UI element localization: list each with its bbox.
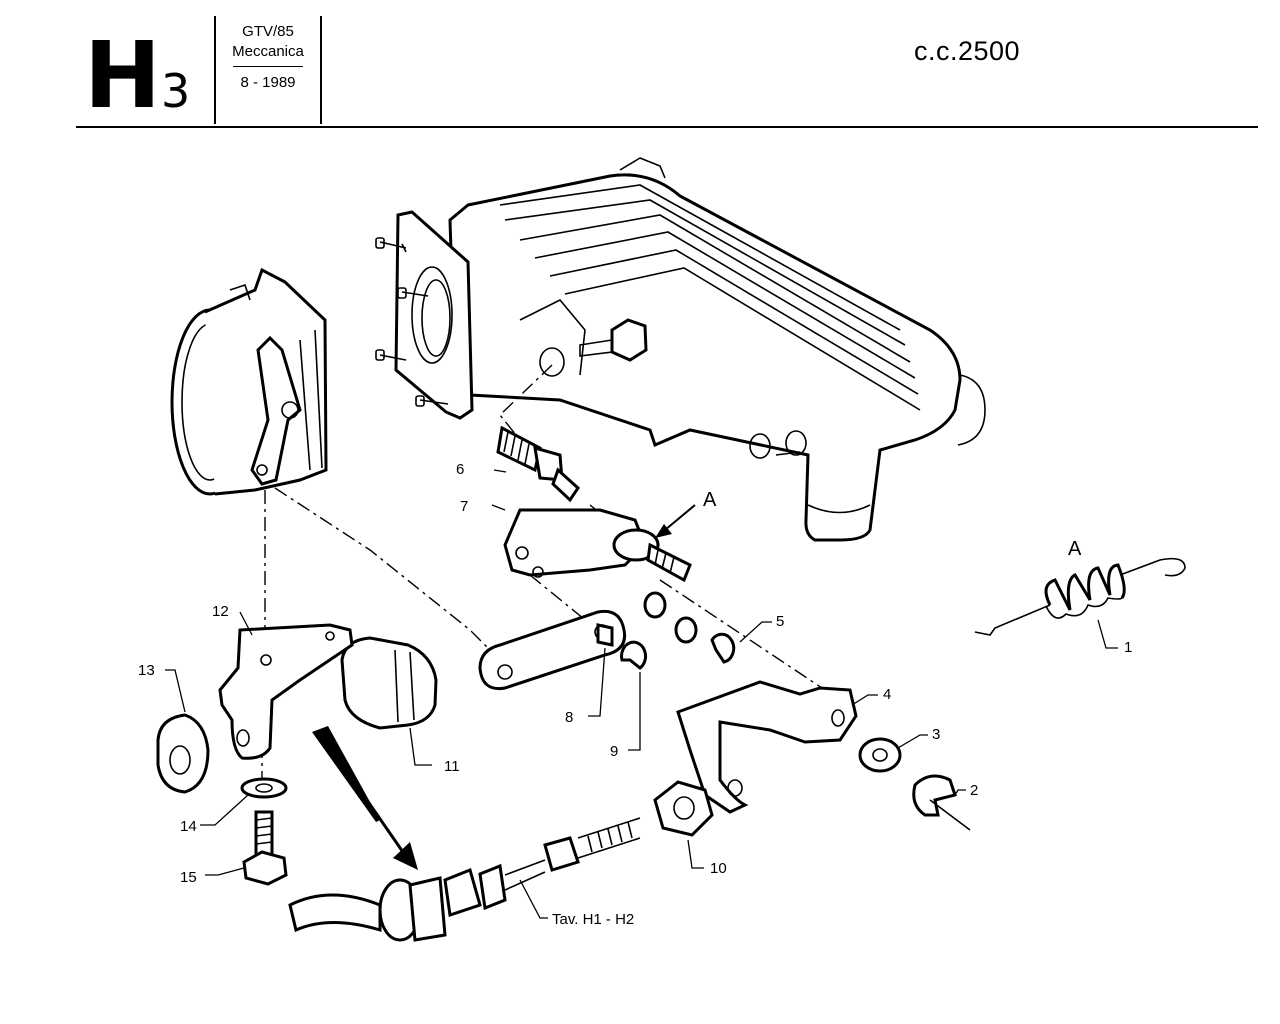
title-divider [233,66,303,67]
part-4-bracket [676,680,858,814]
part-12-mounting-bracket [218,623,354,760]
callout-10: 10 [710,860,727,877]
title-block: GTV/85 Meccanica 8 - 1989 [214,16,322,124]
callout-leaders [165,469,1118,919]
callout-14: 14 [180,818,197,835]
callout-11: 11 [444,758,460,775]
displacement-label: c.c.2500 [914,36,1021,66]
part-6-threaded-stud [496,425,580,503]
throttle-body [170,267,328,496]
header-rule [76,126,1258,128]
part-5-circlip [710,632,736,664]
callout-4: 4 [883,686,891,703]
part-15-bolt [242,810,288,886]
manifold-stud [579,318,648,362]
part-2-clip [912,774,971,831]
callout-6: 6 [456,461,464,478]
detail-marker-a: A [703,489,717,511]
part-7-lever-arm [503,508,692,583]
date-label: 8 - 1989 [240,74,296,91]
part-14-washer [240,777,288,799]
throttle-cable [288,817,641,942]
callout-5: 5 [776,613,784,630]
callout-12: 12 [212,603,229,620]
manifold-flange [375,210,474,420]
callout-2: 2 [970,782,978,799]
callout-8: 8 [565,709,573,726]
part-9-clip [620,640,647,670]
page-code-letter: H [84,22,161,129]
cable-direction-arrow-icon [312,726,418,870]
callout-1: 1 [1124,639,1132,656]
callout-9: 9 [610,743,618,760]
cable-reference-label: Tav. H1 - H2 [552,911,634,928]
intake-manifold [448,157,986,542]
detail-a-arrow-icon [655,504,696,538]
part-13-grommet [156,713,210,794]
part-3-washer [858,737,902,773]
callout-7: 7 [460,498,468,515]
part-10-nut [653,780,714,837]
part-1-spring [974,557,1186,636]
model-label: GTV/85 [242,23,294,40]
part-11-rubber-boot [340,636,438,730]
callout-13: 13 [138,662,155,679]
callout-3: 3 [932,726,940,743]
small-bushings [643,591,698,644]
callout-15: 15 [180,869,197,886]
page-code-number: 3 [161,64,191,118]
part-8-pin [596,623,614,647]
category-label: Meccanica [232,43,304,60]
page-code: H3 [84,30,190,122]
detail-marker-a-spring: A [1068,538,1082,560]
